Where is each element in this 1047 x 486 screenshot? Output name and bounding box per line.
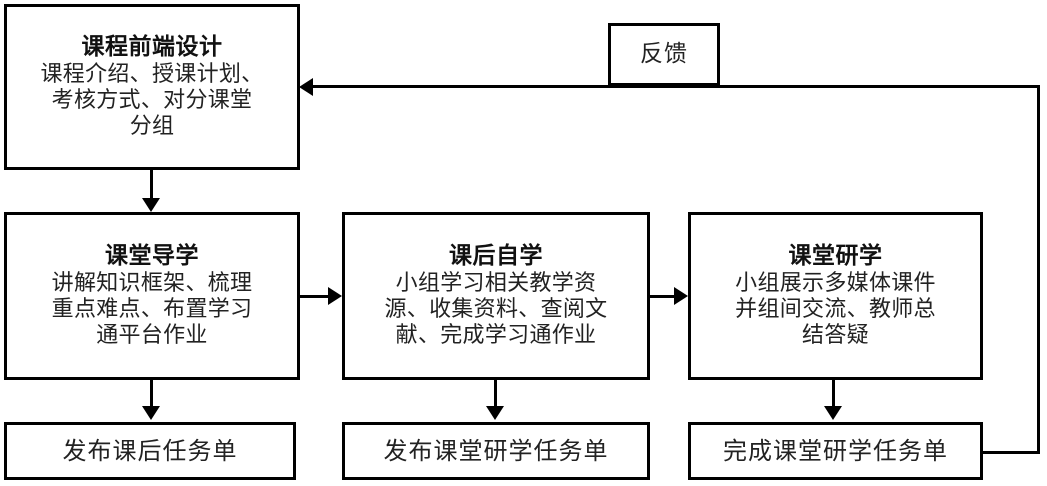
- edge-after-class-study-to-class-research-line: [650, 295, 676, 298]
- node-task-research-complete[interactable]: 完成课堂研学任务单: [688, 422, 983, 480]
- node-class-guidance-title: 课堂导学: [105, 243, 199, 269]
- edge-class-guidance-to-task-after-class-arrowhead: [142, 406, 160, 420]
- node-task-after-class-label: 发布课后任务单: [62, 436, 238, 465]
- node-class-research-body: 小组展示多媒体课件 并组间交流、教师总 结答疑: [735, 271, 936, 349]
- node-feedback[interactable]: 反馈: [608, 23, 720, 86]
- node-front-design-title: 课程前端设计: [81, 34, 223, 60]
- node-front-design[interactable]: 课程前端设计 课程介绍、授课计划、 考核方式、对分课堂 分组: [4, 4, 300, 170]
- node-class-research-title: 课堂研学: [788, 243, 883, 269]
- node-front-design-body: 课程介绍、授课计划、 考核方式、对分课堂 分组: [40, 62, 264, 140]
- node-task-research-complete-label: 完成课堂研学任务单: [723, 436, 948, 465]
- feedback-edge-arrowhead: [299, 78, 313, 96]
- edge-class-guidance-to-task-after-class-line: [150, 380, 153, 408]
- node-after-class-study-title: 课后自学: [449, 243, 543, 269]
- edge-class-research-to-task-research-complete-arrowhead: [824, 406, 842, 420]
- feedback-edge-segment-right: [1037, 85, 1040, 454]
- node-after-class-study[interactable]: 课后自学 小组学习相关教学资 源、收集资料、查阅文 献、完成学习通作业: [342, 212, 650, 380]
- node-task-after-class[interactable]: 发布课后任务单: [4, 422, 296, 480]
- node-class-research[interactable]: 课堂研学 小组展示多媒体课件 并组间交流、教师总 结答疑: [688, 212, 983, 380]
- node-task-research-publish-label: 发布课堂研学任务单: [383, 436, 609, 465]
- edge-after-class-study-to-task-research-publish-line: [494, 380, 497, 408]
- feedback-edge-segment-top: [313, 85, 1040, 88]
- edge-after-class-study-to-task-research-publish-arrowhead: [486, 406, 504, 420]
- edge-class-guidance-to-after-class-study-line: [300, 295, 330, 298]
- edge-class-guidance-to-after-class-study-arrowhead: [328, 287, 342, 305]
- edge-front-design-to-class-guidance-line: [150, 170, 153, 200]
- node-class-guidance-body: 讲解知识框架、梳理 重点难点、布置学习 通平台作业: [51, 271, 253, 349]
- edge-class-research-to-task-research-complete-line: [832, 380, 835, 408]
- node-class-guidance[interactable]: 课堂导学 讲解知识框架、梳理 重点难点、布置学习 通平台作业: [4, 212, 300, 380]
- node-task-research-publish[interactable]: 发布课堂研学任务单: [342, 422, 650, 480]
- edge-after-class-study-to-class-research-arrowhead: [674, 287, 688, 305]
- feedback-edge-segment-bottom: [981, 451, 1040, 454]
- node-feedback-label: 反馈: [640, 40, 688, 67]
- edge-front-design-to-class-guidance-arrowhead: [142, 198, 160, 212]
- node-after-class-study-body: 小组学习相关教学资 源、收集资料、查阅文 献、完成学习通作业: [384, 271, 608, 349]
